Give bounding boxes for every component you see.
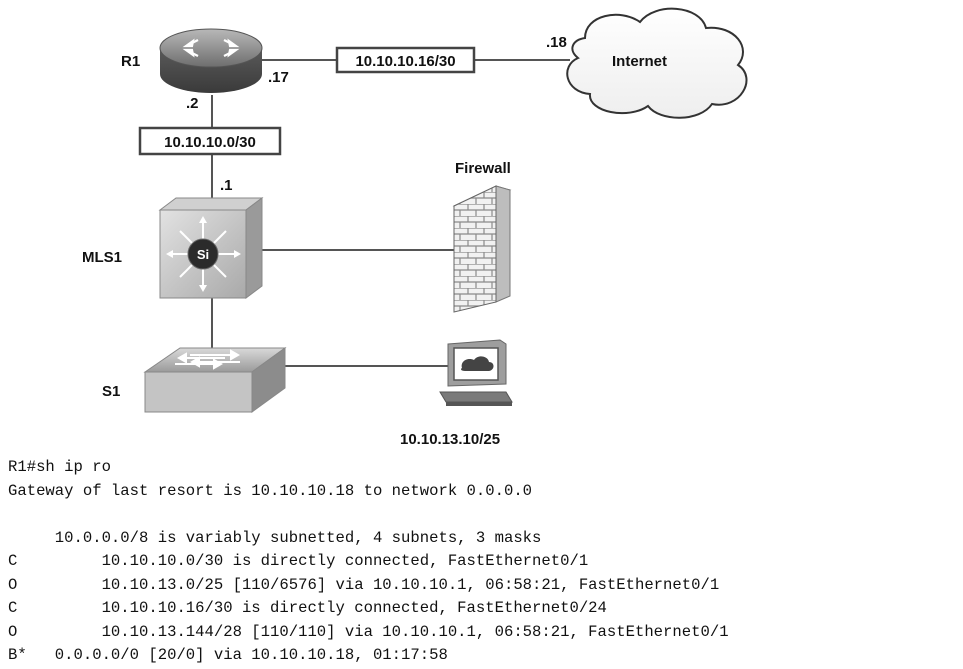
console-line: 10.0.0.0/8 is variably subnetted, 4 subn… (8, 528, 542, 547)
network-diagram: 10.10.10.16/30 10.10.10.0/30 (82, 7, 748, 448)
console-line: R1#sh ip ro (8, 458, 111, 476)
mls-badge-label: Si (197, 247, 209, 262)
s1-label: S1 (102, 383, 120, 400)
console-line: C 10.10.10.0/30 is directly connected, F… (8, 552, 589, 570)
host-pc-icon (439, 339, 513, 406)
console-line: Gateway of last resort is 10.10.10.18 to… (8, 481, 533, 500)
console-line: B* 0.0.0.0/0 [20/0] via 10.10.10.18, 01:… (8, 646, 448, 664)
subnet-box-lan: 10.10.10.0/30 (138, 126, 282, 156)
r1-lan-ip-label: .2 (186, 95, 199, 112)
internet-ip-label: .18 (546, 34, 567, 51)
routing-table-output: R1#sh ip ro Gateway of last resort is 10.… (8, 456, 729, 668)
r1-label: R1 (121, 53, 140, 70)
mls1-label: MLS1 (82, 249, 122, 266)
links (211, 59, 570, 367)
switch-s1-icon (143, 347, 287, 413)
console-line: O 10.10.13.144/28 [110/110] via 10.10.10… (8, 622, 729, 641)
router-r1-icon (159, 28, 263, 93)
console-line: O 10.10.13.0/25 [110/6576] via 10.10.10.… (8, 575, 720, 594)
internet-label: Internet (612, 53, 667, 70)
subnet-lan-label: 10.10.10.0/30 (164, 134, 256, 151)
firewall-label: Firewall (455, 160, 511, 177)
subnet-wan-label: 10.10.10.16/30 (355, 53, 455, 70)
subnet-box-wan: 10.10.10.16/30 (335, 46, 476, 74)
r1-wan-ip-label: .17 (268, 69, 289, 86)
console-line: C 10.10.10.16/30 is directly connected, … (8, 599, 607, 617)
firewall-icon (452, 185, 512, 313)
console-line (8, 503, 729, 527)
host-ip-label: 10.10.13.10/25 (400, 431, 500, 448)
multilayer-switch-mls1-icon: Si (158, 197, 264, 299)
mls1-ip-label: .1 (220, 177, 233, 194)
internet-cloud-icon (566, 7, 748, 119)
